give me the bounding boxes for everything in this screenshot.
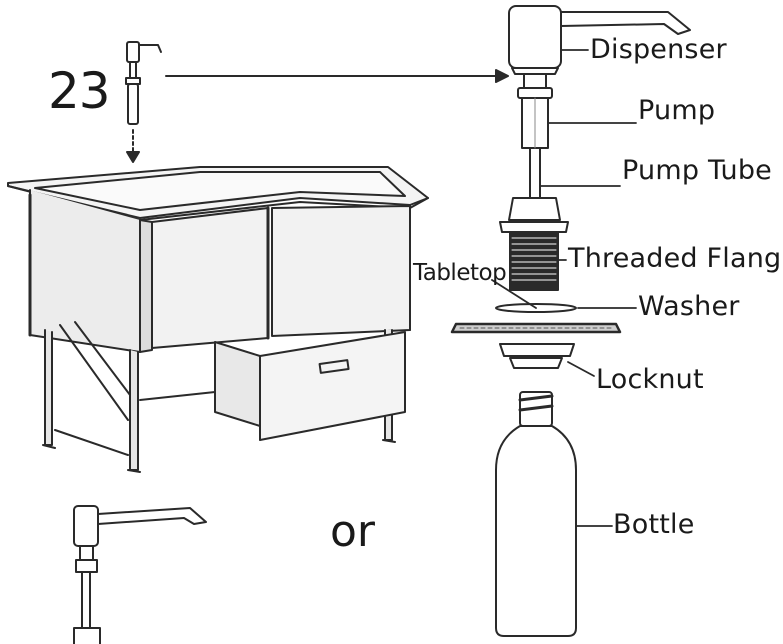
- tabletop-part: [450, 322, 622, 334]
- model-number: 23: [48, 62, 111, 120]
- label-leader-lines: [491, 49, 637, 527]
- label-pump: Pump: [638, 95, 716, 126]
- arrow-right: [165, 69, 509, 83]
- label-bottle: Bottle: [613, 509, 695, 540]
- arrow-down: [126, 129, 140, 163]
- pump-part: [517, 73, 553, 149]
- or-text: or: [330, 506, 376, 557]
- bottle-part: [495, 391, 577, 637]
- label-threaded-flange: Threaded Flang: [568, 243, 782, 274]
- sink-cabinet: [7, 166, 429, 473]
- pump-tube-part: [529, 147, 541, 199]
- locknut-part: [499, 343, 575, 369]
- label-pump-tube: Pump Tube: [622, 155, 772, 186]
- label-dispenser: Dispenser: [590, 34, 727, 65]
- bottom-dispenser-drawing: [73, 505, 207, 644]
- label-tabletop: Tabletop: [413, 260, 507, 286]
- label-locknut: Locknut: [596, 364, 704, 395]
- threaded-flange-part: [499, 197, 569, 291]
- label-washer: Washer: [638, 291, 740, 322]
- dispenser-head-part: [508, 5, 691, 75]
- washer-part: [495, 303, 577, 313]
- small-dispenser-icon: [125, 41, 162, 125]
